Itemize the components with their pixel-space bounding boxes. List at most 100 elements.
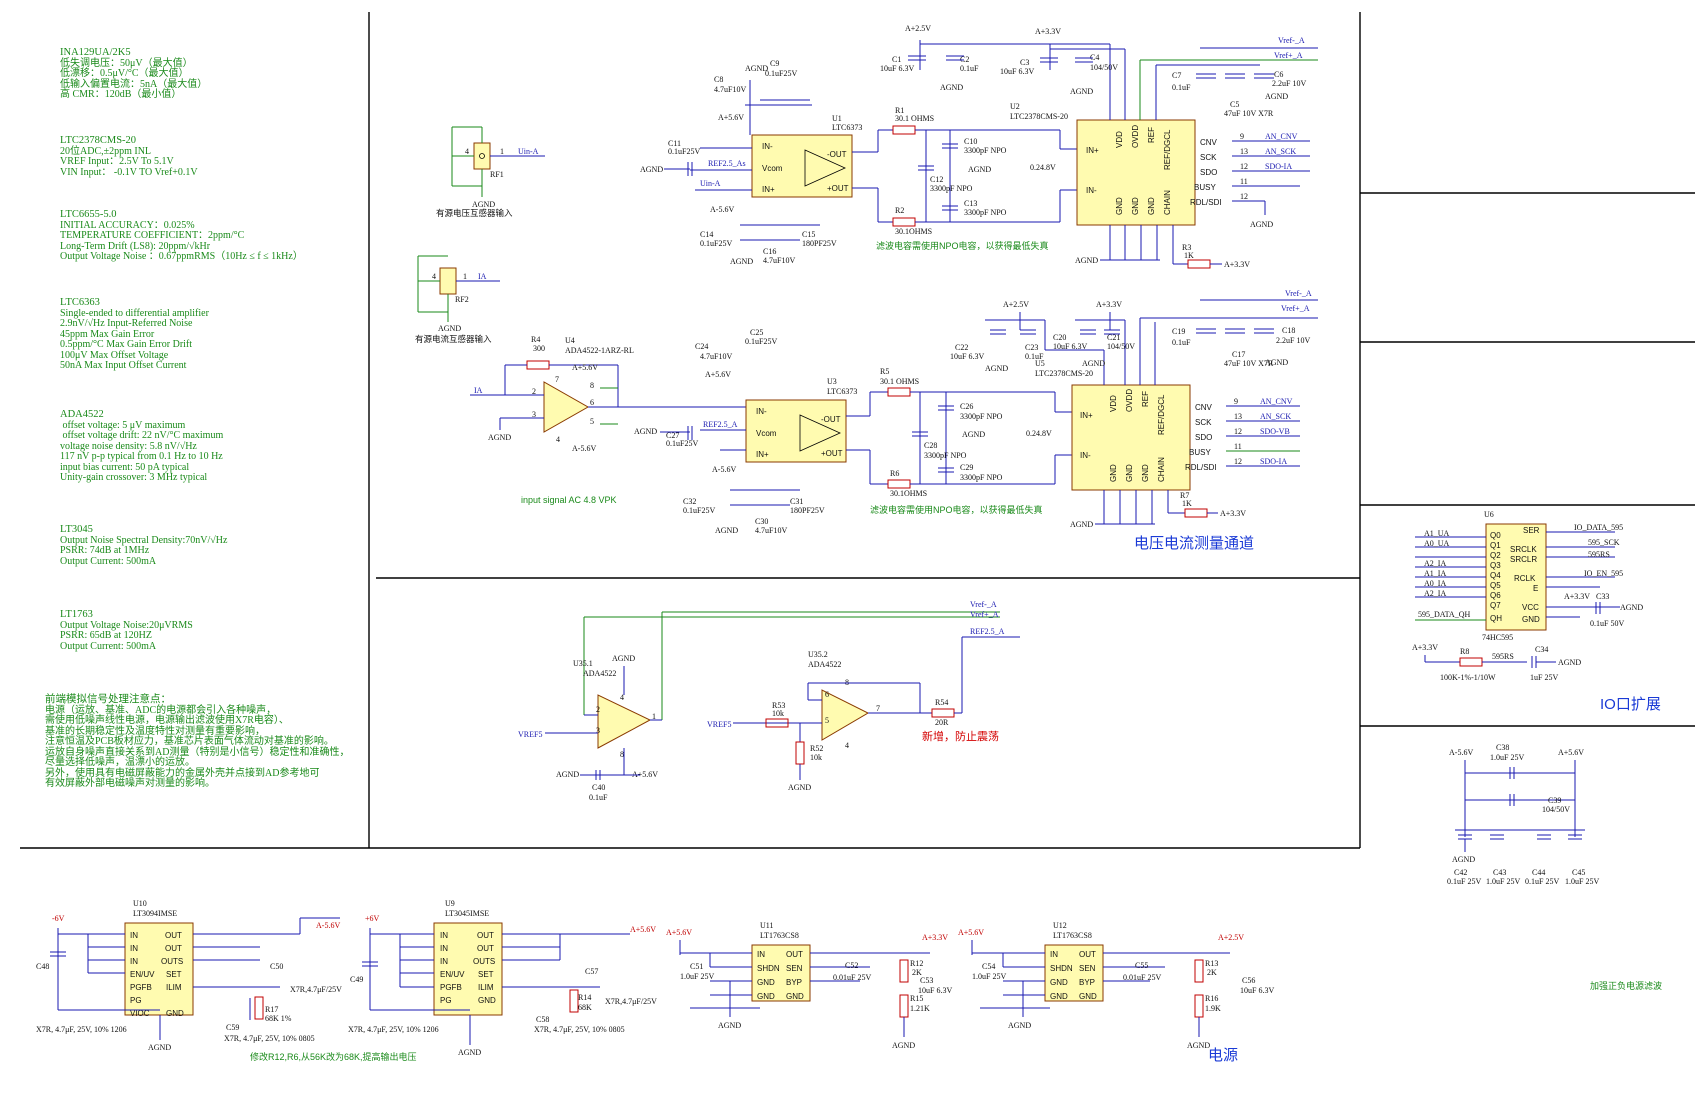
svg-text:0.1uF: 0.1uF: [1172, 338, 1191, 347]
svg-text:Q2: Q2: [1490, 551, 1501, 560]
svg-text:R1: R1: [895, 106, 904, 115]
spec-note-line: Unity-gain crossover: 3 MHz typical: [60, 472, 208, 483]
svg-text:A+3.3V: A+3.3V: [1035, 27, 1061, 36]
svg-text:0.1uF25V: 0.1uF25V: [666, 439, 698, 448]
svg-text:30.1OHMS: 30.1OHMS: [890, 489, 927, 498]
svg-text:C26: C26: [960, 402, 973, 411]
svg-text:11: 11: [1234, 442, 1242, 451]
svg-text:C13: C13: [964, 199, 977, 208]
svg-text:R6: R6: [890, 469, 899, 478]
svg-text:AGND: AGND: [1187, 1041, 1210, 1050]
svg-text:OUT: OUT: [165, 944, 182, 953]
svg-text:Vref-_A: Vref-_A: [1278, 36, 1305, 45]
svg-text:AGND: AGND: [488, 433, 511, 442]
svg-text:A+3.3V: A+3.3V: [1564, 592, 1590, 601]
svg-text:A+2.5V: A+2.5V: [905, 24, 931, 33]
svg-text:47uF 10V X7R: 47uF 10V X7R: [1224, 109, 1274, 118]
svg-text:RCLK: RCLK: [1514, 574, 1536, 583]
svg-text:LT3094IMSE: LT3094IMSE: [133, 909, 177, 918]
svg-text:A1_IA: A1_IA: [1424, 569, 1446, 578]
svg-text:0.1uF 25V: 0.1uF 25V: [1447, 877, 1481, 886]
svg-text:C50: C50: [270, 962, 283, 971]
svg-text:6: 6: [825, 690, 829, 699]
svg-text:U1: U1: [832, 114, 842, 123]
svg-text:4: 4: [465, 147, 469, 156]
svg-text:A1_UA: A1_UA: [1424, 529, 1450, 538]
svg-text:IN-: IN-: [762, 142, 773, 151]
svg-text:IN-: IN-: [1080, 451, 1091, 460]
svg-text:C9: C9: [770, 59, 779, 68]
svg-text:C55: C55: [1135, 961, 1148, 970]
svg-text:AGND: AGND: [438, 324, 461, 333]
anti-oscillation-note: 新增，防止震荡: [922, 729, 999, 743]
svg-text:Vcom: Vcom: [756, 429, 777, 438]
svg-text:IN+: IN+: [1080, 411, 1093, 420]
spec-note-title: LTC6655-5.0: [60, 209, 117, 220]
spec-note-line: 尽量选择低噪声，温漂小的运放。: [45, 757, 195, 768]
spec-note-line: 高 CMR：120dB（最小值）: [60, 89, 182, 100]
svg-text:IN+: IN+: [756, 450, 769, 459]
svg-text:Q4: Q4: [1490, 571, 1501, 580]
svg-text:REF: REF: [1141, 391, 1150, 407]
svg-text:3300pF NPO: 3300pF NPO: [924, 451, 967, 460]
spec-note-line: offset voltage: 5 μV maximum: [60, 419, 186, 431]
svg-text:Q7: Q7: [1490, 601, 1501, 610]
svg-text:U4: U4: [565, 336, 575, 345]
svg-text:EN/UV: EN/UV: [440, 970, 465, 979]
svg-text:1: 1: [500, 147, 504, 156]
svg-text:C2: C2: [960, 55, 969, 64]
svg-text:C15: C15: [802, 230, 815, 239]
svg-text:LT1763CS8: LT1763CS8: [1053, 931, 1092, 940]
svg-text:R13: R13: [1205, 959, 1218, 968]
svg-text:68K: 68K: [578, 1003, 592, 1012]
spec-note-line: 45ppm Max Gain Error: [60, 328, 155, 340]
svg-text:LTC2378CMS-20: LTC2378CMS-20: [1035, 369, 1093, 378]
svg-text:4.7uF10V: 4.7uF10V: [714, 85, 746, 94]
svg-text:Q0: Q0: [1490, 531, 1501, 540]
svg-text:C59: C59: [226, 1023, 239, 1032]
spec-note-title: ADA4522: [60, 409, 104, 420]
svg-text:R53: R53: [772, 701, 785, 710]
svg-text:10uF 6.3V: 10uF 6.3V: [1053, 342, 1087, 351]
svg-text:1.0uF 25V: 1.0uF 25V: [972, 972, 1006, 981]
spec-note-line: VREF Input：2.5V To 5.1V: [60, 156, 174, 167]
svg-text:IN: IN: [130, 957, 138, 966]
svg-text:0.1uF: 0.1uF: [960, 64, 979, 73]
svg-text:4.7uF10V: 4.7uF10V: [700, 352, 732, 361]
svg-text:IO_DATA_595: IO_DATA_595: [1574, 523, 1623, 532]
svg-text:GND: GND: [1079, 992, 1097, 1001]
svg-text:0.1uF25V: 0.1uF25V: [683, 506, 715, 515]
svg-text:C51: C51: [690, 962, 703, 971]
svg-text:AGND: AGND: [634, 427, 657, 436]
svg-text:VIOC: VIOC: [130, 1009, 150, 1018]
svg-text:+OUT: +OUT: [827, 184, 849, 193]
svg-text:3300pF NPO: 3300pF NPO: [960, 473, 1003, 482]
svg-text:U35.2: U35.2: [808, 650, 828, 659]
svg-text:X7R, 4.7μF, 25V, 10% 1206: X7R, 4.7μF, 25V, 10% 1206: [348, 1025, 439, 1034]
spec-note-title: LT3045: [60, 524, 93, 535]
svg-text:SEN: SEN: [786, 964, 803, 973]
svg-text:8: 8: [620, 750, 624, 759]
svg-text:0.01uF 25V: 0.01uF 25V: [1123, 973, 1161, 982]
svg-text:AGND: AGND: [1008, 1021, 1031, 1030]
spec-note-title: 前端模拟信号处理注意点：: [45, 694, 171, 705]
spec-note-line: input bias current: 50 pA typical: [60, 461, 190, 473]
svg-text:3: 3: [532, 410, 536, 419]
svg-text:AGND: AGND: [962, 430, 985, 439]
svg-text:GND: GND: [1131, 197, 1140, 215]
spec-note-line: VIN Input： -0.1V TO Vref+0.1V: [60, 166, 198, 178]
svg-text:BYP: BYP: [1079, 978, 1095, 987]
spec-note-line: 有效屏蔽外部电磁噪声对测量的影响。: [45, 778, 215, 789]
svg-text:10k: 10k: [772, 709, 784, 718]
svg-text:3300pF NPO: 3300pF NPO: [930, 184, 973, 193]
svg-text:GND: GND: [757, 992, 775, 1001]
spec-note-line: 另外，使用具有电磁屏蔽能力的金属外壳并点接到AD参考地可: [45, 767, 320, 779]
svg-text:PG: PG: [130, 996, 142, 1005]
svg-text:+6V: +6V: [365, 914, 380, 923]
svg-text:SHDN: SHDN: [757, 964, 780, 973]
section-power-title: 电源: [1208, 1047, 1238, 1064]
svg-text:13: 13: [1234, 412, 1242, 421]
svg-text:AGND: AGND: [730, 257, 753, 266]
